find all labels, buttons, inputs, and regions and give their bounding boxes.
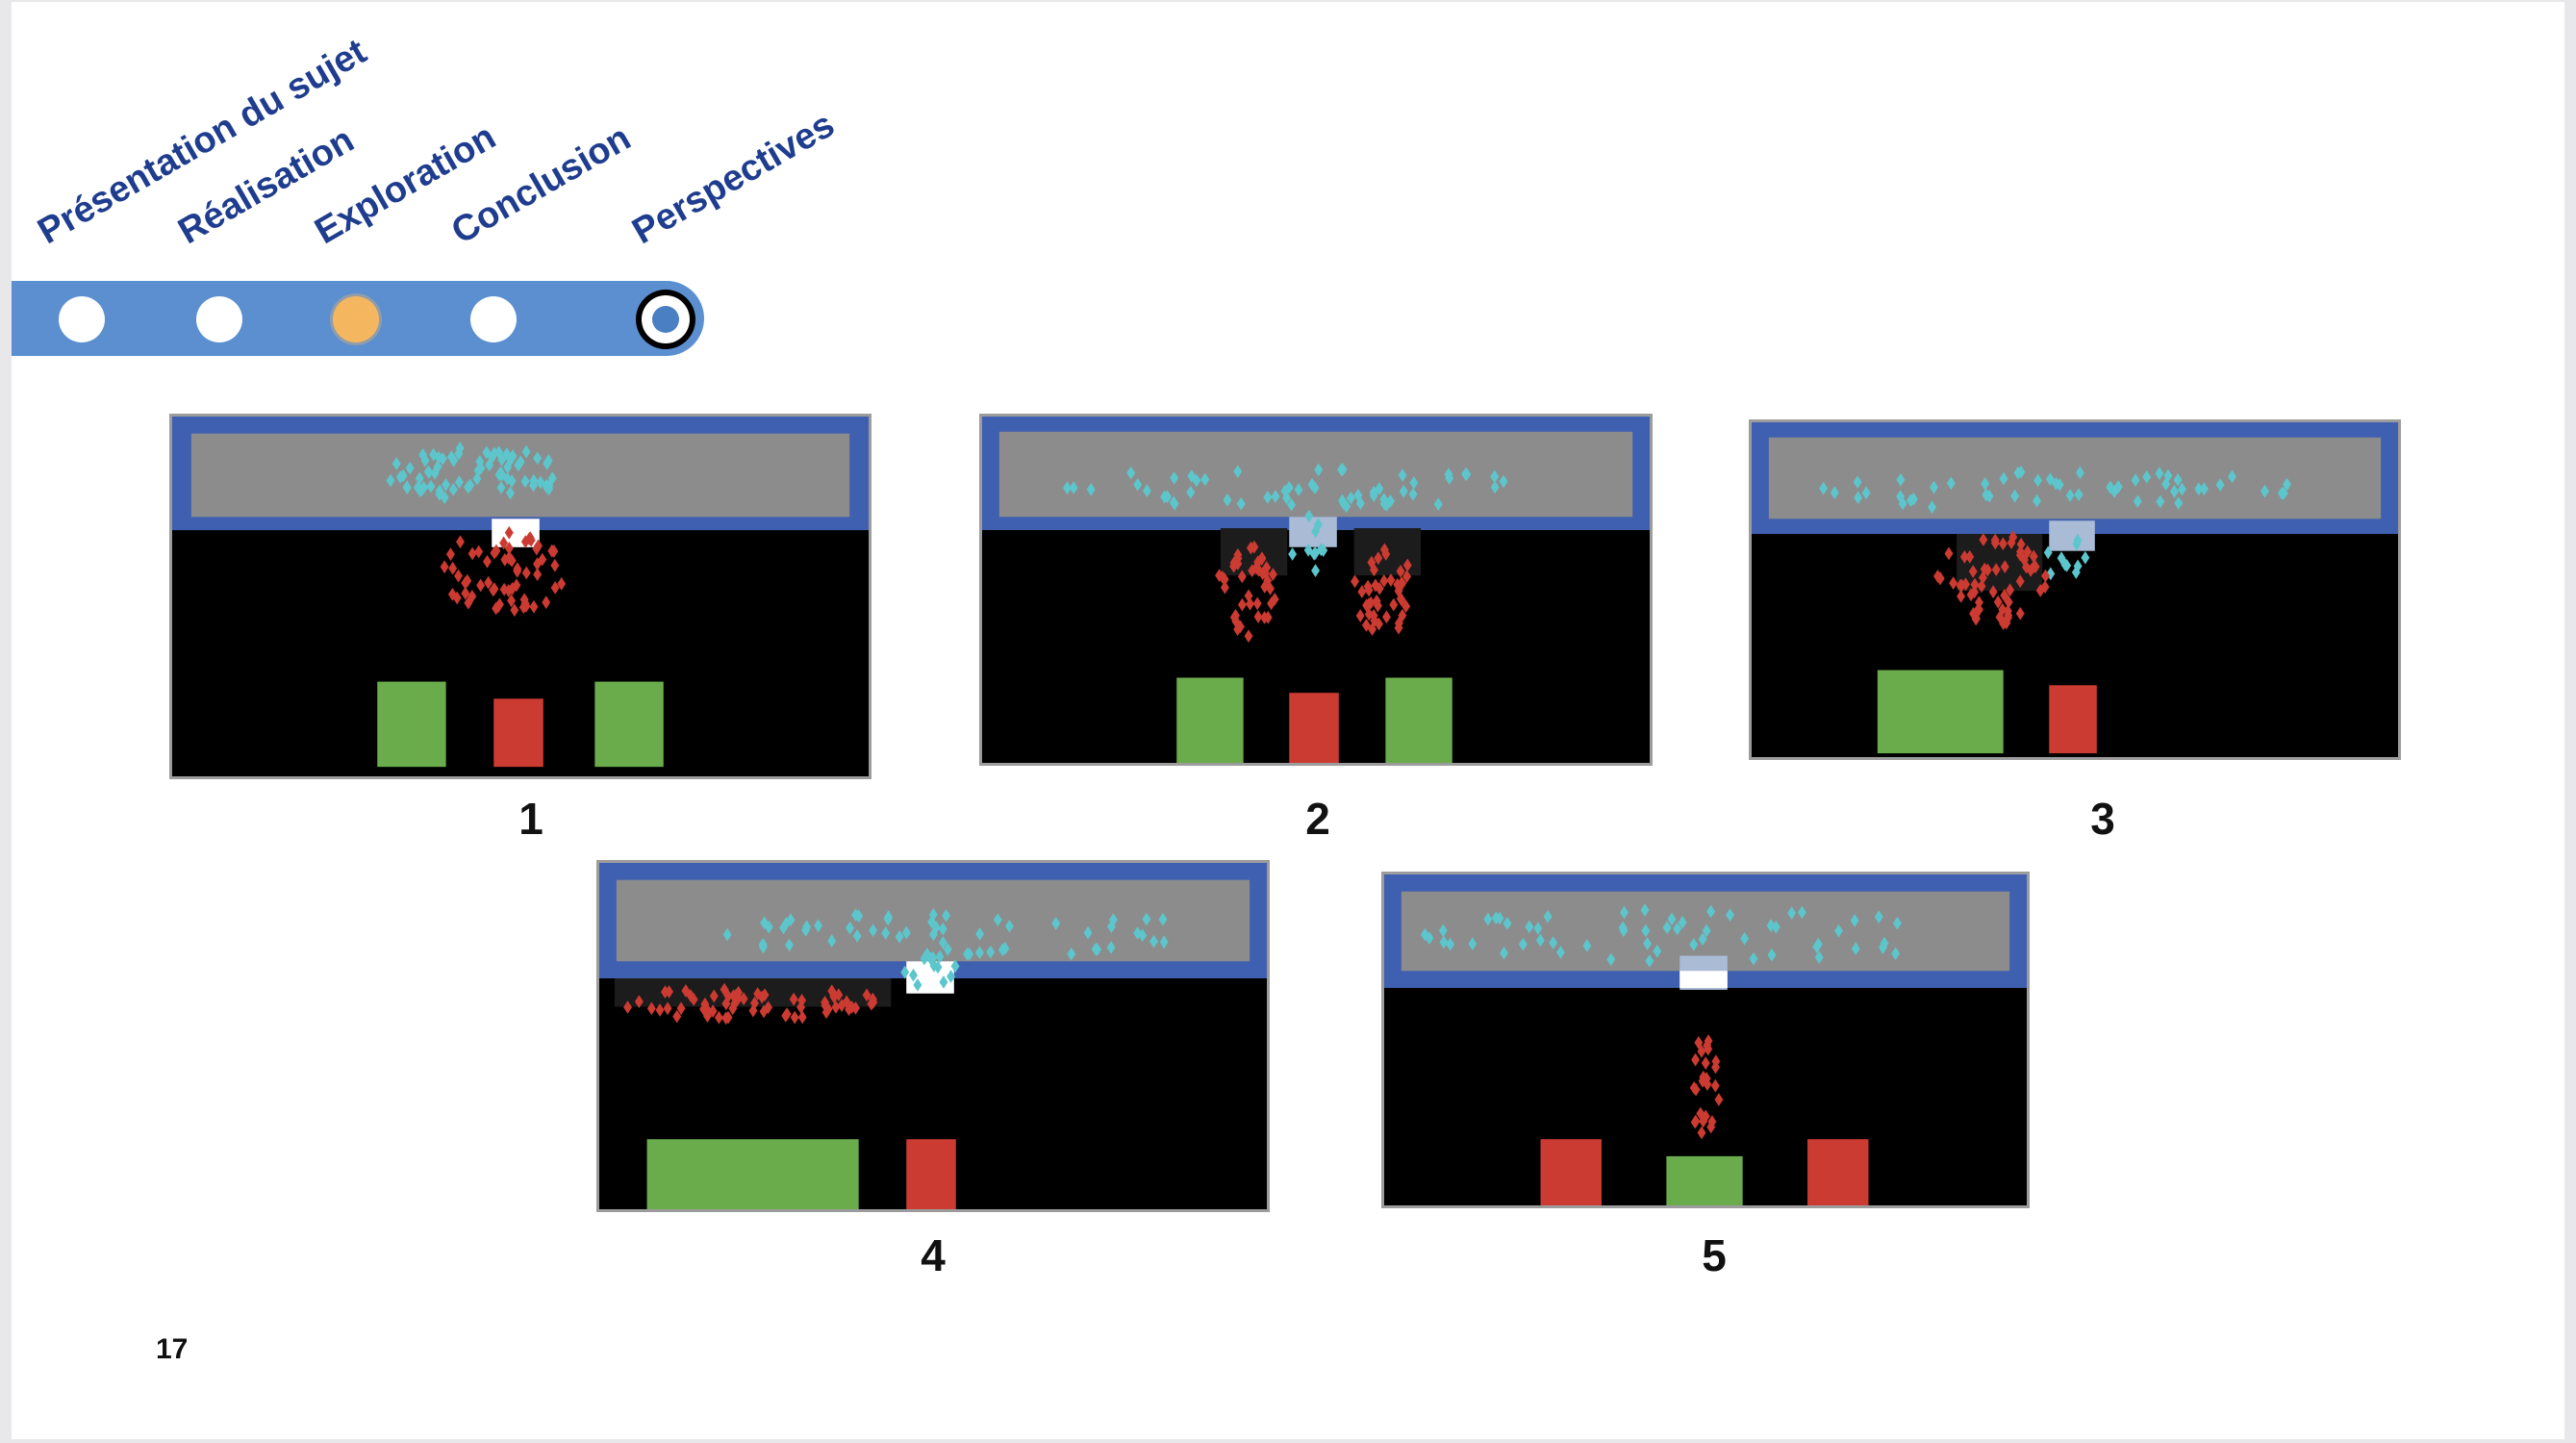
panel-label-2: 2: [1305, 794, 1330, 844]
green-block: [377, 681, 446, 768]
simulation-panel-1: [169, 414, 871, 779]
red-block: [493, 698, 543, 768]
simulation-panel-2: [979, 414, 1653, 766]
panel-1-scene: [172, 417, 869, 768]
green-block: [1385, 677, 1452, 763]
simulation-panel-4: [596, 860, 1270, 1212]
panel-4-scene: [599, 863, 1267, 1209]
green-block: [646, 1139, 859, 1209]
panel-label-3: 3: [2090, 794, 2115, 844]
red-block: [1540, 1139, 1602, 1205]
red-block: [906, 1139, 956, 1209]
red-block: [2049, 685, 2097, 754]
panel-2-scene: [982, 417, 1650, 763]
step-dot-exploration[interactable]: [333, 296, 379, 342]
green-block: [1176, 677, 1244, 763]
panel-label-4: 4: [921, 1230, 946, 1280]
green-block: [1666, 1155, 1743, 1205]
panel-3-scene: [1752, 422, 2398, 754]
panel-label-1: 1: [518, 794, 543, 844]
slide: Présentation du sujet Réalisation Explor…: [12, 2, 2564, 1439]
panel-label-5: 5: [1702, 1230, 1727, 1280]
green-block: [594, 681, 664, 768]
nav-label-perspectives[interactable]: Perspectives: [625, 104, 842, 253]
simulation-panel-5: [1381, 872, 2030, 1208]
page-number: 17: [156, 1333, 189, 1365]
step-dot-conclusion[interactable]: [470, 296, 517, 342]
red-block: [1289, 693, 1339, 763]
panel-5-scene: [1384, 874, 2027, 1205]
step-dot-presentation[interactable]: [59, 296, 105, 342]
green-block: [1877, 670, 2004, 754]
simulation-panel-3: [1749, 419, 2401, 760]
red-block: [1807, 1139, 1869, 1205]
step-dot-perspectives[interactable]: [636, 290, 695, 349]
step-dot-realisation[interactable]: [196, 296, 242, 342]
